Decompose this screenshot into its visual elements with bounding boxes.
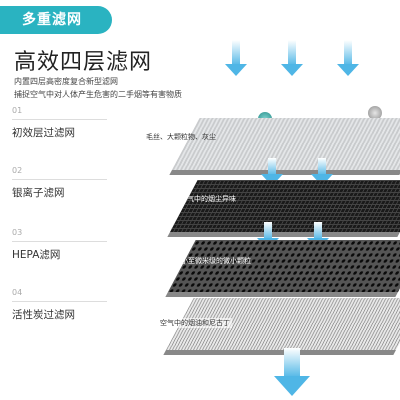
layer-2-filter-panel (167, 180, 400, 237)
layer-2-name: 银离子滤网 (12, 179, 107, 200)
layer-4-name: 活性炭过滤网 (12, 301, 107, 322)
layer-4-label: 04 活性炭过滤网 (12, 288, 107, 322)
layer-2-caption: 有效除去空气中的烟尘异味 (152, 195, 236, 203)
dust-particle-icon (368, 106, 382, 120)
subtitle-line-2: 捕捉空气中对人体产生危害的二手烟等有害物质 (14, 90, 182, 99)
layer-3-caption: 可除去小至微米级的微小颗粒 (160, 257, 251, 265)
subtitle-line-1: 内置四层高密度复合新型滤网 (14, 77, 118, 86)
layer-1-name: 初效层过滤网 (12, 119, 107, 140)
layer-2-label: 02 银离子滤网 (12, 166, 107, 200)
layer-4-number: 04 (12, 288, 23, 297)
layer-1-caption: 毛丝、大颗粒物、灰尘 (146, 133, 216, 141)
layer-1-filter-panel (169, 118, 400, 175)
layer-3-name: HEPA滤网 (12, 241, 107, 262)
layer-3-number: 03 (12, 228, 23, 237)
layer-3-label: 03 HEPA滤网 (12, 228, 107, 262)
page-title: 高效四层滤网 (14, 50, 153, 75)
layer-1-label: 01 初效层过滤网 (12, 106, 107, 140)
layer-3-filter-panel (165, 240, 400, 297)
header-tag: 多重滤网 (0, 6, 112, 34)
layer-4-caption: 空气中的烟油和尼古丁 (158, 318, 232, 328)
layer-2-number: 02 (12, 166, 23, 175)
layer-1-number: 01 (12, 106, 23, 115)
